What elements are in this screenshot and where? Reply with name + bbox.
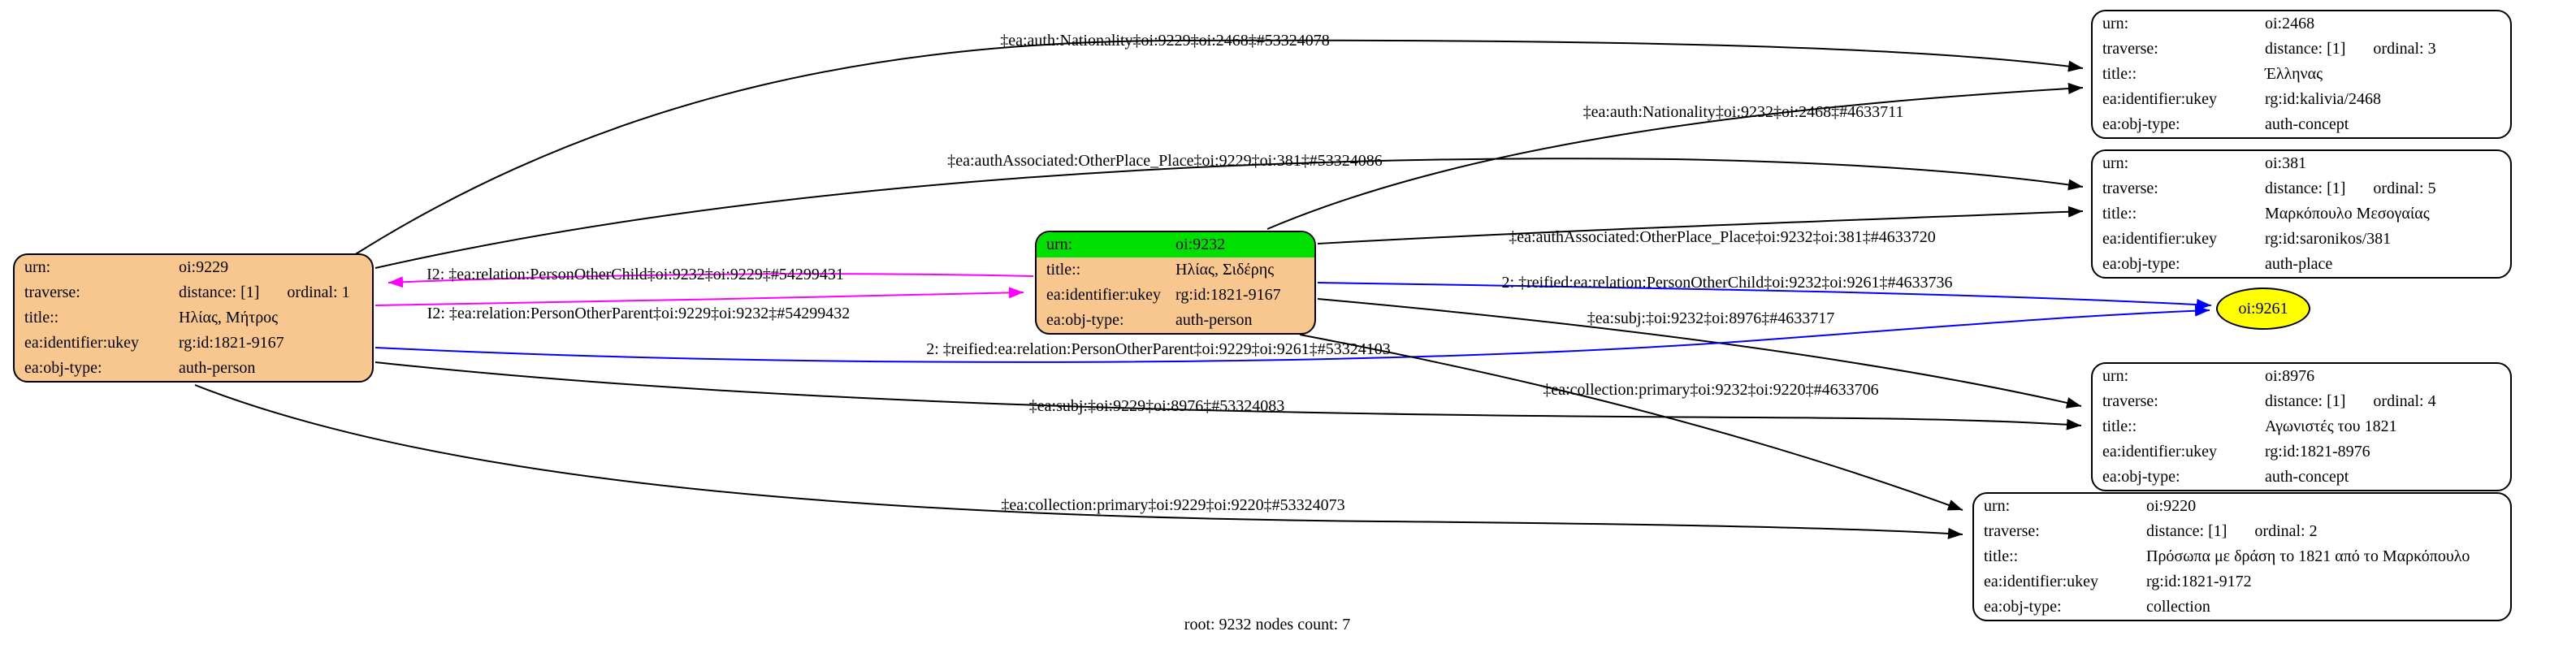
node-row-value: distance: [1]ordinal: 3 <box>2265 40 2436 58</box>
node-row-value: rg:id:1821-9172 <box>2146 573 2252 590</box>
node-row-value: oi:381 <box>2265 154 2307 172</box>
node-row-value: auth-person <box>179 359 256 377</box>
node-oi9229-table: urn: oi:9229 traverse: distance: [1]ordi… <box>15 255 372 381</box>
node-oi9229[interactable]: urn: oi:9229 traverse: distance: [1]ordi… <box>13 253 374 383</box>
node-row-key: title:: <box>24 309 59 326</box>
edge-label-subj-9232-8976: ‡ea:subj:‡oi:9232‡oi:8976‡#4633717 <box>1587 309 1835 327</box>
node-row-key: ea:obj-type: <box>2102 255 2180 273</box>
node-oi8976[interactable]: urn: oi:8976 traverse: distance: [1]ordi… <box>2091 362 2512 491</box>
edge-label-nationality-9232-2468: ‡ea:auth:Nationality‡oi:9232‡oi:2468‡#46… <box>1582 103 1904 121</box>
node-oi9232-table: urn: oi:9232 title:: Ηλίας, Σιδέρης ea:i… <box>1037 232 1314 333</box>
node-row-key: ea:obj-type: <box>1984 598 2062 616</box>
edge-label-personotherparent-9229-9232: I2: ‡ea:relation:PersonOtherParent‡oi:92… <box>426 305 851 322</box>
node-oi9220-table: urn: oi:9220 traverse: distance: [1]ordi… <box>1974 494 2510 620</box>
edge-label-nationality-9229-2468: ‡ea:auth:Nationality‡oi:9229‡oi:2468‡#53… <box>1000 32 1330 50</box>
node-row-value: distance: [1]ordinal: 1 <box>179 283 350 301</box>
node-row-key: urn: <box>2102 15 2129 32</box>
node-row-key: ea:obj-type: <box>2102 468 2180 486</box>
edge-collection-primary-9229-9220 <box>194 384 1963 539</box>
node-oi381-table: urn: oi:381 traverse: distance: [1]ordin… <box>2093 151 2510 277</box>
node-oi9261-ellipse[interactable]: oi:9261 <box>2216 288 2310 330</box>
edge-personotherchild-9232-9229 <box>387 273 1034 288</box>
edge-subj-9229-8976 <box>374 361 2082 430</box>
node-row-value: distance: [1]ordinal: 2 <box>2146 522 2318 540</box>
edge-label-otherplace-9229-381: ‡ea:authAssociated:OtherPlace_Place‡oi:9… <box>947 152 1383 170</box>
node-row-value: oi:8976 <box>2265 367 2315 385</box>
edge-personotherparent-9229-9232 <box>374 287 1024 306</box>
node-row-value: distance: [1]ordinal: 5 <box>2265 179 2436 197</box>
node-row-key: ea:obj-type: <box>2102 115 2180 133</box>
node-row-key: ea:obj-type: <box>24 359 102 377</box>
node-row-value: oi:2468 <box>2265 15 2315 32</box>
edge-label-reified-personotherchild-9232-9261: 2: ‡reified:ea:relation:PersonOtherChild… <box>1501 274 1953 292</box>
node-row-value: rg:id:1821-9167 <box>1175 286 1281 304</box>
node-row-key: title:: <box>2102 417 2137 435</box>
edge-label-collection-primary-9232-9220: ‡ea:collection:primary‡oi:9232‡oi:9220‡#… <box>1543 381 1879 399</box>
node-row-key: traverse: <box>2102 179 2158 197</box>
edge-label-otherplace-9232-381: ‡ea:authAssociated:OtherPlace_Place‡oi:9… <box>1509 228 1936 246</box>
node-oi2468[interactable]: urn: oi:2468 traverse: distance: [1]ordi… <box>2091 10 2512 139</box>
edge-label-subj-9229-8976: ‡ea:subj:‡oi:9229‡oi:8976‡#53324083 <box>1028 397 1285 415</box>
edge-otherplace-9229-381 <box>374 158 2084 269</box>
edge-reified-personotherparent-9229-9261 <box>374 305 2210 363</box>
node-row-value: auth-place <box>2265 255 2333 273</box>
node-row-value: oi:9220 <box>2146 497 2197 515</box>
node-row-key: traverse: <box>2102 392 2158 410</box>
node-row-value: auth-concept <box>2265 468 2349 486</box>
node-row-value: oi:9229 <box>179 258 229 276</box>
edge-subj-9232-8976 <box>1317 298 2082 409</box>
node-row-key: urn: <box>1984 497 2011 515</box>
node-row-key: traverse: <box>24 283 80 301</box>
node-row-key: title:: <box>1046 261 1081 279</box>
edge-otherplace-9232-381 <box>1317 205 2084 244</box>
node-oi9261-label: oi:9261 <box>2238 299 2288 318</box>
node-row-key: urn: <box>1037 232 1167 257</box>
node-row-value: rg:id:1821-8976 <box>2265 443 2370 461</box>
edge-label-reified-personotherparent-9229-9261: 2: ‡reified:ea:relation:PersonOtherParen… <box>926 340 1391 358</box>
node-row-value: Αγωνιστές του 1821 <box>2265 417 2397 435</box>
node-row-key: ea:identifier:ukey <box>1984 573 2099 590</box>
edge-nationality-9232-2468 <box>1266 83 2084 230</box>
edge-collection-primary-9232-9220 <box>1299 334 1963 511</box>
node-row-value: rg:id:1821-9167 <box>179 334 284 352</box>
node-row-value: Ηλίας, Σιδέρης <box>1175 261 1275 279</box>
node-oi381[interactable]: urn: oi:381 traverse: distance: [1]ordin… <box>2091 149 2512 279</box>
node-row-key: ea:identifier:ukey <box>1046 286 1162 304</box>
node-row-key: urn: <box>24 258 51 276</box>
edge-label-collection-primary-9229-9220: ‡ea:collection:primary‡oi:9229‡oi:9220‡#… <box>1001 496 1345 514</box>
node-row-key: title:: <box>1984 547 2019 565</box>
node-row-key: ea:identifier:ukey <box>2102 443 2218 461</box>
node-oi9220[interactable]: urn: oi:9220 traverse: distance: [1]ordi… <box>1972 492 2512 621</box>
node-row-value: collection <box>2146 598 2210 616</box>
node-row-value: auth-concept <box>2265 115 2349 133</box>
node-oi2468-table: urn: oi:2468 traverse: distance: [1]ordi… <box>2093 11 2510 137</box>
node-row-key: title:: <box>2102 65 2137 83</box>
node-row-key: traverse: <box>2102 40 2158 58</box>
node-row-value: Ηλίας, Μήτρος <box>179 309 279 326</box>
node-row-value: Πρόσωπα με δράση το 1821 από το Μαρκόπου… <box>2146 547 2470 565</box>
node-row-value: rg:id:saronikos/381 <box>2265 230 2392 248</box>
node-row-value: Έλληνας <box>2265 65 2323 83</box>
node-row-key: urn: <box>2102 367 2129 385</box>
node-oi9232-root[interactable]: urn: oi:9232 title:: Ηλίας, Σιδέρης ea:i… <box>1035 231 1316 335</box>
edge-label-personotherchild-9232-9229: I2: ‡ea:relation:PersonOtherChild‡oi:923… <box>426 266 844 283</box>
node-row-value: distance: [1]ordinal: 4 <box>2265 392 2436 410</box>
edge-nationality-9229-2468 <box>353 39 2084 256</box>
graph-caption: root: 9232 nodes count: 7 <box>1184 616 1351 634</box>
node-row-key: urn: <box>2102 154 2129 172</box>
edge-reified-personotherchild-9232-9261 <box>1317 282 2212 311</box>
node-row-value: oi:9232 <box>1166 232 1314 257</box>
node-row-key: ea:identifier:ukey <box>2102 90 2218 108</box>
node-row-value: Μαρκόπουλο Μεσογαίας <box>2265 205 2430 223</box>
node-row-key: ea:identifier:ukey <box>24 334 140 352</box>
node-row-key: traverse: <box>1984 522 2040 540</box>
node-row-key: ea:identifier:ukey <box>2102 230 2218 248</box>
node-row-value: auth-person <box>1175 311 1253 329</box>
node-row-key: ea:obj-type: <box>1046 311 1124 329</box>
node-oi8976-table: urn: oi:8976 traverse: distance: [1]ordi… <box>2093 364 2510 490</box>
node-row-value: rg:id:kalivia/2468 <box>2265 90 2381 108</box>
node-row-key: title:: <box>2102 205 2137 223</box>
